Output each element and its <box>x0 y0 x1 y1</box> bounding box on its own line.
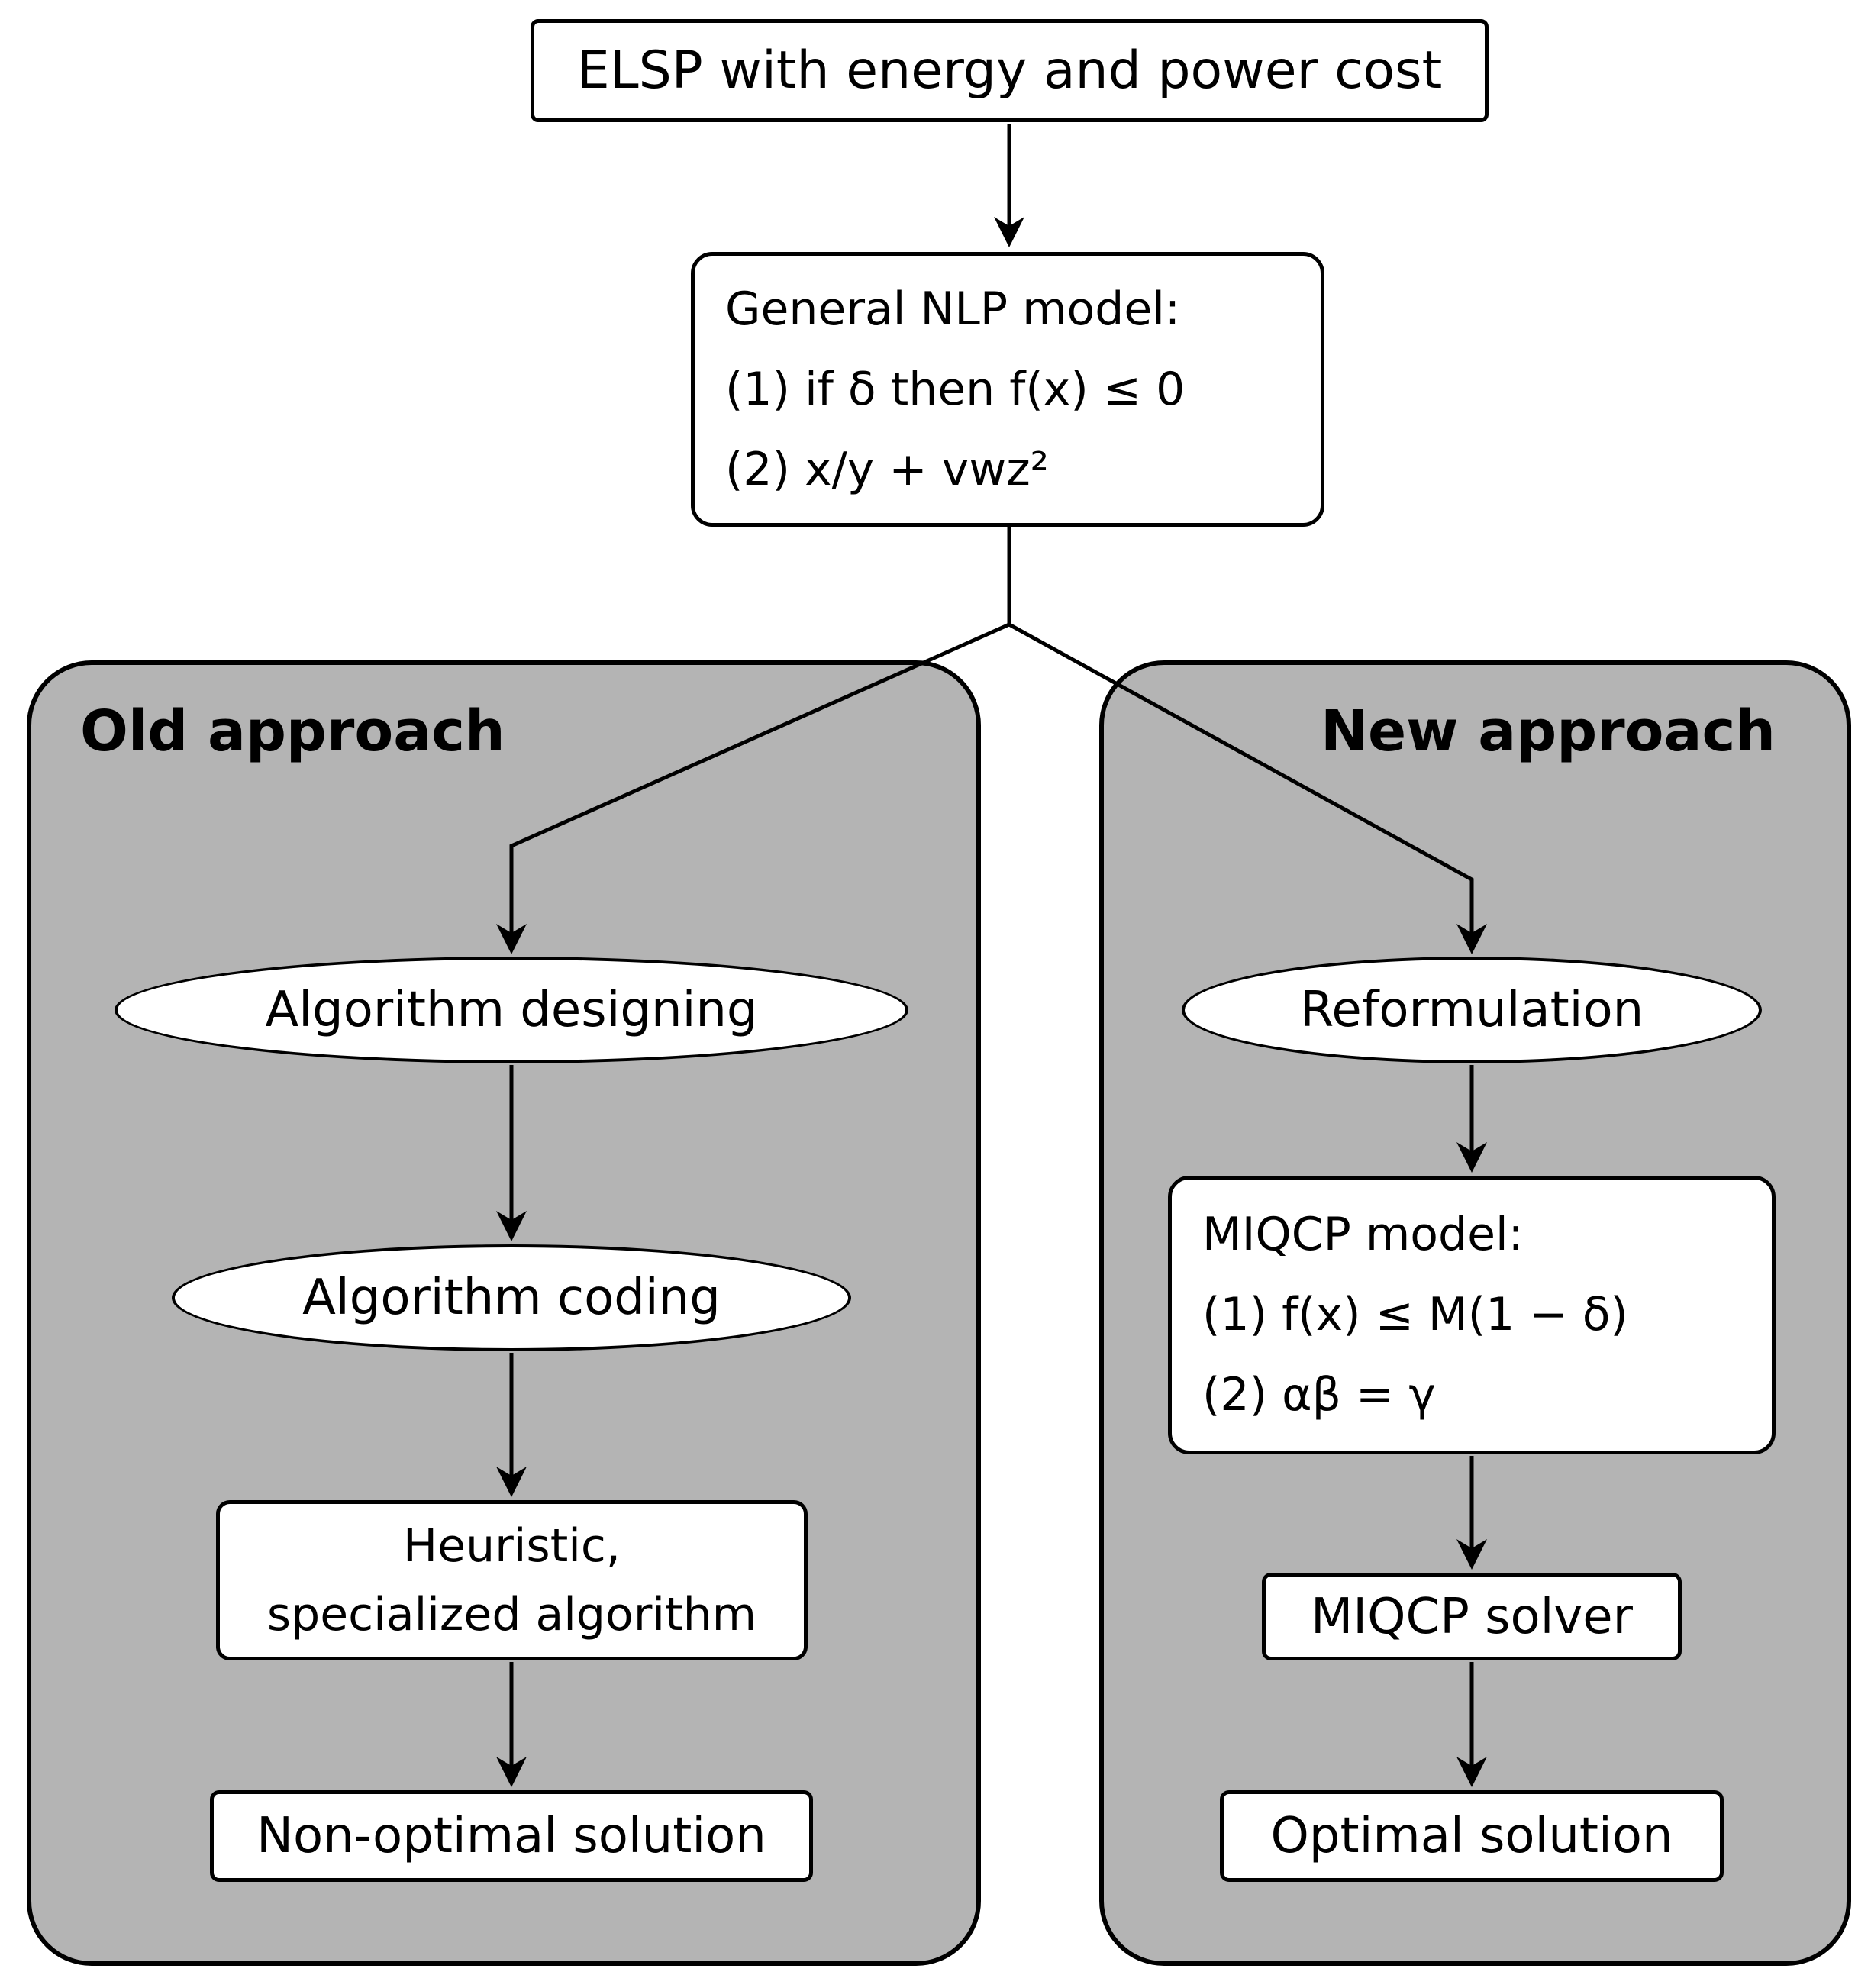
reformulation-node: Reformulation <box>1182 957 1762 1063</box>
heuristic-line2: specialized algorithm <box>266 1588 757 1641</box>
old-approach-title: Old approach <box>80 699 505 764</box>
nlp-title: General NLP model: <box>725 282 1181 336</box>
algorithm-coding-label: Algorithm coding <box>302 1270 721 1326</box>
miqcp-solver-node: MIQCP solver <box>1262 1573 1682 1660</box>
nlp-item2: (2) x/y + vwz² <box>725 442 1049 496</box>
miqcp-model-node: MIQCP model: (1) f(x) ≤ M(1 − δ) (2) αβ … <box>1168 1176 1776 1454</box>
optimal-solution-label: Optimal solution <box>1270 1808 1673 1864</box>
reformulation-label: Reformulation <box>1299 982 1644 1038</box>
algorithm-designing-label: Algorithm designing <box>265 982 758 1038</box>
elsp-label: ELSP with energy and power cost <box>576 40 1443 101</box>
algorithm-designing-node: Algorithm designing <box>115 957 908 1063</box>
non-optimal-solution-node: Non-optimal solution <box>210 1790 813 1882</box>
miqcp-model-item2: (2) αβ = γ <box>1202 1368 1436 1422</box>
miqcp-solver-label: MIQCP solver <box>1311 1588 1633 1645</box>
miqcp-model-item1: (1) f(x) ≤ M(1 − δ) <box>1202 1288 1628 1341</box>
miqcp-model-title: MIQCP model: <box>1202 1208 1524 1261</box>
heuristic-node: Heuristic, specialized algorithm <box>216 1500 808 1660</box>
optimal-solution-node: Optimal solution <box>1220 1790 1724 1882</box>
elsp-node: ELSP with energy and power cost <box>531 19 1489 122</box>
algorithm-coding-node: Algorithm coding <box>172 1244 851 1351</box>
non-optimal-solution-label: Non-optimal solution <box>256 1808 766 1864</box>
nlp-model-node: General NLP model: (1) if δ then f(x) ≤ … <box>691 252 1324 527</box>
nlp-item1: (1) if δ then f(x) ≤ 0 <box>725 362 1186 416</box>
heuristic-line1: Heuristic, <box>403 1519 621 1573</box>
